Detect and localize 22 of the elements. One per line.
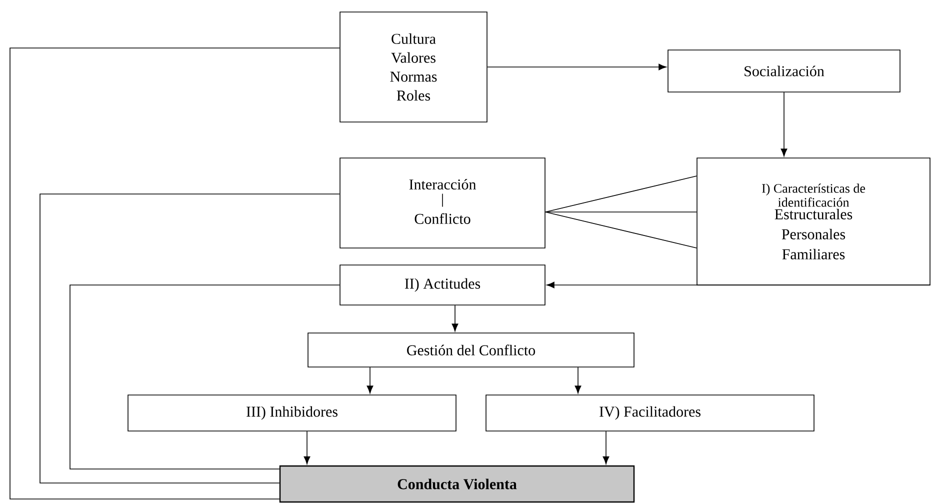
connector-line xyxy=(40,194,340,484)
arrow xyxy=(452,305,458,332)
result-box: Conducta Violenta xyxy=(279,465,635,503)
text-box: IV) Facilitadores xyxy=(486,394,814,432)
text-box: Interacción Conflicto xyxy=(340,158,546,248)
arrow xyxy=(546,282,931,288)
text-box: I) Características de identificación Estructurales Personales Familiares xyxy=(696,158,930,286)
connector-line xyxy=(10,48,340,500)
connector-line xyxy=(545,212,697,248)
arrow xyxy=(487,64,666,70)
connector-line xyxy=(545,176,697,212)
text-box: III) Inhibidores xyxy=(128,394,456,432)
arrow xyxy=(366,367,374,394)
text-box: Socialización xyxy=(668,50,900,92)
text-box: II) Actitudes xyxy=(340,264,546,306)
arrow xyxy=(574,367,582,394)
arrow xyxy=(304,431,310,464)
arrow xyxy=(602,431,610,464)
connector-line xyxy=(70,284,340,470)
text-box: Gestión del Conflicto xyxy=(308,332,634,368)
arrow xyxy=(780,92,788,156)
text-box: Cultura Valores Normas Roles xyxy=(340,12,488,122)
